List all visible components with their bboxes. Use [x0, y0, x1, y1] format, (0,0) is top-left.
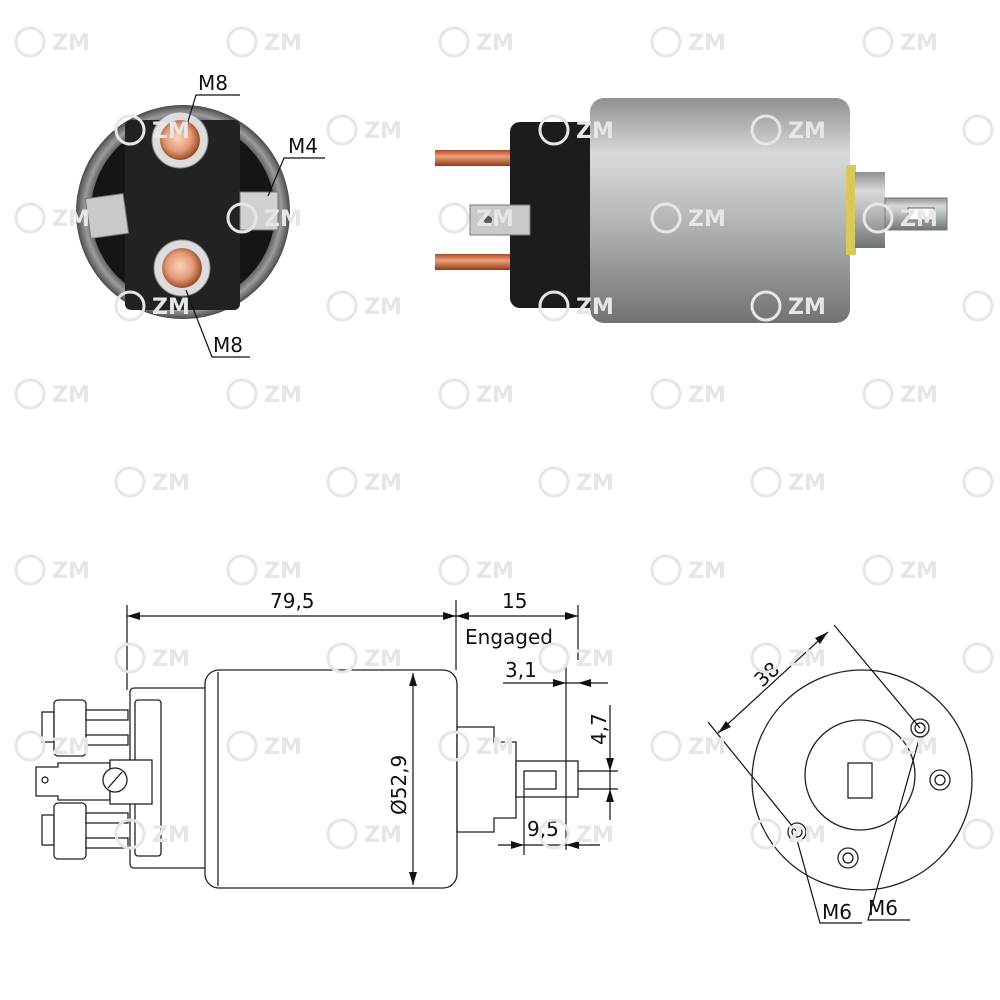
svg-text:ZM: ZM — [476, 383, 514, 408]
label-m8-bottom: M8 — [213, 333, 243, 357]
svg-text:ZM: ZM — [576, 823, 614, 848]
label-m8-top: M8 — [198, 71, 228, 95]
svg-text:ZM: ZM — [364, 647, 402, 672]
svg-text:ZM: ZM — [576, 647, 614, 672]
spade-terminal — [469, 204, 531, 236]
watermark-logo: ZM — [862, 26, 938, 58]
watermark-logo: ZM — [14, 26, 90, 58]
dim-slot-width: 4,7 — [587, 713, 611, 745]
label-m6-left: M6 — [822, 900, 852, 924]
side-dimension-drawing: 79,5 15 Engaged Ø52,9 3,1 4,7 — [35, 589, 618, 889]
dim-hole-spacing: 38 — [749, 657, 784, 692]
dim-offset: 3,1 — [505, 658, 537, 682]
side-view-photo — [435, 98, 948, 323]
svg-text:ZM: ZM — [264, 383, 302, 408]
svg-text:ZM: ZM — [52, 31, 90, 56]
svg-text:ZM: ZM — [52, 383, 90, 408]
terminal-tab-left — [84, 192, 130, 240]
svg-text:ZM: ZM — [900, 559, 938, 584]
stroke-note: Engaged — [465, 625, 553, 649]
watermark-logo: ZM — [650, 554, 726, 586]
svg-text:ZM: ZM — [900, 383, 938, 408]
watermark-logo: ZM — [650, 378, 726, 410]
watermark-logo: ZM — [226, 554, 302, 586]
watermark-logo: ZM — [962, 114, 994, 146]
svg-text:ZM: ZM — [364, 295, 402, 320]
watermark-logo: ZM — [962, 642, 994, 674]
watermark-logo: ZM — [114, 466, 190, 498]
watermark-logo: ZM — [438, 554, 514, 586]
end-view-drawing: 38 M6 M6 — [707, 624, 973, 924]
copper-stud-lower — [435, 254, 520, 270]
watermark-logo: ZM — [962, 818, 994, 850]
svg-text:ZM: ZM — [688, 31, 726, 56]
watermark-logo: ZM — [862, 554, 938, 586]
housing-outline — [204, 669, 458, 889]
silver-housing — [590, 98, 850, 323]
watermark-logo: ZM — [14, 378, 90, 410]
watermark-logo: ZM — [650, 26, 726, 58]
svg-text:ZM: ZM — [152, 471, 190, 496]
dim-stroke: 15 — [502, 589, 527, 613]
watermark-logo: ZM — [326, 642, 402, 674]
svg-text:ZM: ZM — [900, 31, 938, 56]
svg-text:ZM: ZM — [364, 471, 402, 496]
svg-text:ZM: ZM — [52, 559, 90, 584]
watermark-logo: ZM — [326, 290, 402, 322]
watermark-logo: ZM — [862, 378, 938, 410]
svg-text:ZM: ZM — [152, 647, 190, 672]
svg-text:ZM: ZM — [688, 383, 726, 408]
watermark-logo: ZM — [438, 26, 514, 58]
svg-text:ZM: ZM — [788, 471, 826, 496]
watermark-logo: ZM — [326, 466, 402, 498]
watermark-logo: ZM — [326, 114, 402, 146]
watermark-logo: ZM — [962, 290, 994, 322]
terminal-nuts — [35, 699, 153, 860]
label-m6-right: M6 — [868, 896, 898, 920]
watermark-logo: ZM — [962, 466, 994, 498]
svg-text:ZM: ZM — [688, 559, 726, 584]
watermark-logo: ZM — [226, 378, 302, 410]
copper-stud-upper — [435, 150, 520, 166]
svg-text:ZM: ZM — [476, 559, 514, 584]
dim-length: 79,5 — [270, 589, 315, 613]
svg-text:ZM: ZM — [264, 559, 302, 584]
dim-slot-length: 9,5 — [527, 817, 559, 841]
front-view-photo: M8 M4 M8 — [76, 71, 325, 358]
svg-text:ZM: ZM — [688, 735, 726, 760]
plunger-shaft — [884, 197, 948, 231]
copper-stud-top — [160, 120, 200, 160]
svg-text:ZM: ZM — [576, 471, 614, 496]
watermark-logo: ZM — [438, 378, 514, 410]
svg-text:ZM: ZM — [476, 31, 514, 56]
watermark-logo: ZM — [538, 466, 614, 498]
watermark-logo: ZM — [750, 466, 826, 498]
watermark-logo: ZM — [226, 26, 302, 58]
terminal-tab-m4 — [239, 191, 279, 231]
svg-text:ZM: ZM — [264, 31, 302, 56]
label-m4: M4 — [288, 134, 318, 158]
watermark-logo: ZM — [650, 730, 726, 762]
svg-text:ZM: ZM — [364, 119, 402, 144]
watermark-logo: ZM — [14, 554, 90, 586]
dim-diameter: Ø52,9 — [387, 755, 411, 815]
copper-stud-bottom — [162, 248, 202, 288]
